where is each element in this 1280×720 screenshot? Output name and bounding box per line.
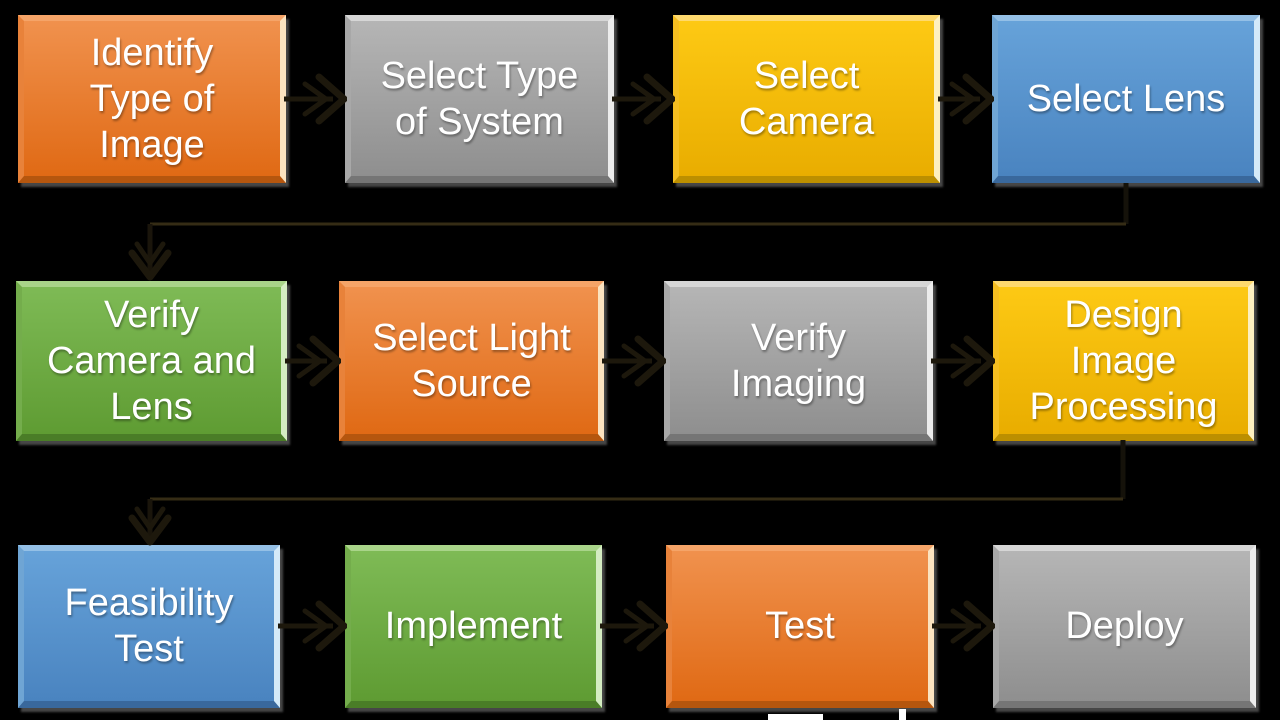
flow-step-label-line: Verify [750, 316, 847, 359]
flow-arrow-right-icon [284, 73, 347, 125]
flow-step-label-line: Image [1070, 339, 1177, 382]
flow-arrow-right-icon [932, 600, 995, 652]
flow-step-label-line: Imaging [730, 362, 867, 405]
white-artifact-tick [899, 709, 906, 720]
flow-step-label-line: Select Light [372, 316, 571, 359]
flow-step-label-line: Design [1064, 293, 1183, 336]
white-artifact-bar [768, 714, 823, 720]
flow-arrow-right-icon [602, 335, 666, 387]
flow-arrow-right-icon [938, 73, 994, 125]
flow-step-label-line: Verify [103, 293, 200, 336]
flow-step-label-line: Select Lens [1026, 77, 1226, 120]
flow-step-label-line: Feasibility [64, 582, 234, 624]
flow-step-label-line: Test [114, 628, 184, 670]
flow-step-label-line: Test [765, 605, 835, 647]
flow-arrow-right-icon [931, 335, 995, 387]
flow-step-select-lens: Select Lens [992, 15, 1260, 183]
flow-step-label-line: Select Type [380, 54, 579, 97]
flow-step-label-line: Image [99, 123, 205, 166]
flow-step-label-line: Deploy [1065, 605, 1184, 647]
flow-step-label-line: of System [395, 100, 564, 143]
flow-step-label-line: Type of [89, 77, 215, 120]
flow-arrow-right-icon [612, 73, 675, 125]
flow-step-deploy: Deploy [993, 545, 1256, 708]
flow-connector-down-icon [128, 183, 1129, 281]
flow-step-implement: Implement [345, 545, 602, 708]
flow-step-test: Test [666, 545, 934, 708]
flow-arrow-right-icon [285, 335, 341, 387]
flow-step-label-line: Implement [384, 605, 563, 647]
flow-step-label-line: Camera [738, 100, 875, 143]
flow-step-label-line: Lens [110, 385, 193, 428]
flow-arrow-right-icon [600, 600, 668, 652]
flow-arrow-right-icon [278, 600, 347, 652]
flow-connector-down-icon [128, 440, 1126, 546]
flow-step-label-line: Camera and [46, 339, 257, 382]
flow-step-label-line: Processing [1029, 385, 1218, 428]
flow-step-label-line: Select [753, 54, 860, 97]
flow-step-label-line: Source [411, 362, 532, 405]
flow-step-label-line: Identify [90, 31, 214, 74]
